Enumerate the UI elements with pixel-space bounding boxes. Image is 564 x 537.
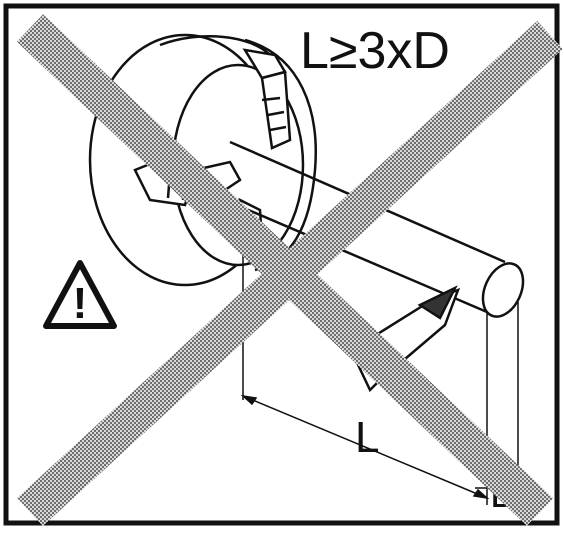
- formula-label: L≥3xD: [300, 22, 450, 80]
- length-label: L: [355, 413, 379, 462]
- warning-triangle-icon: !: [43, 260, 117, 329]
- prohibition-cross-icon: [16, 14, 563, 527]
- warning-symbol: !: [73, 279, 88, 328]
